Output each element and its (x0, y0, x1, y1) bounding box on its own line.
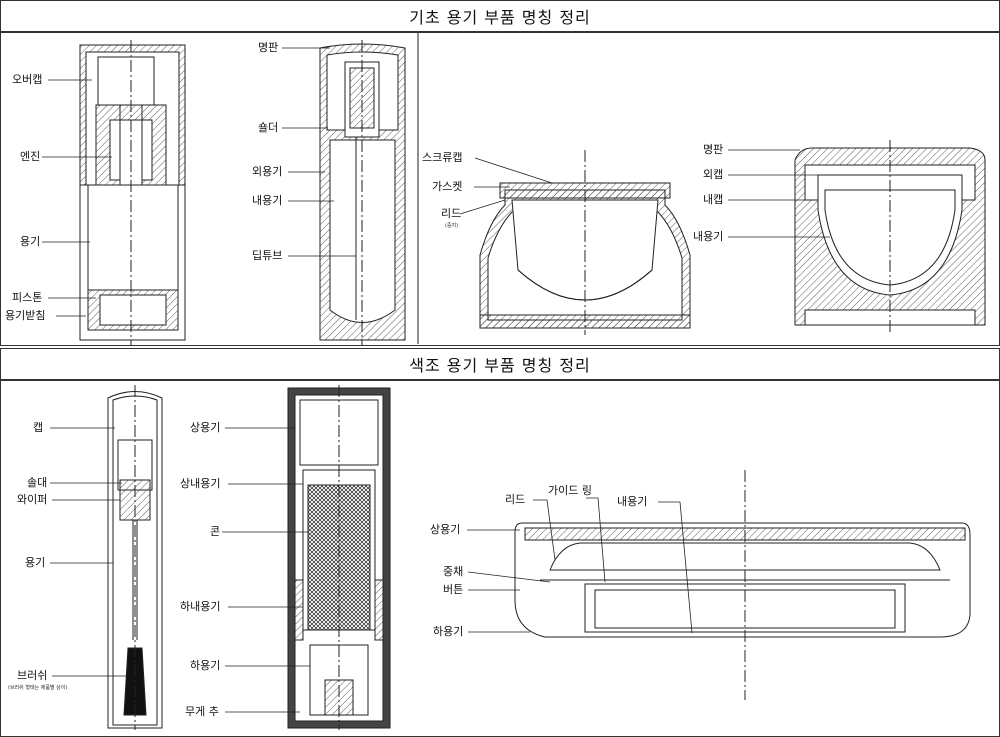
label-cone: 콘 (210, 525, 221, 538)
section-title-color: 색조 용기 부품 명칭 정리 (0, 348, 1000, 380)
stick-container-drawing (287, 385, 391, 730)
label-inner-container: 내용기 (252, 194, 283, 207)
label-shoulder: 숄더 (258, 121, 279, 134)
label-engine: 엔진 (20, 150, 41, 163)
label-compact-lower: 하용기 (433, 625, 464, 638)
label-mascara-container: 용기 (25, 556, 46, 569)
screw-jar-drawing (479, 150, 691, 335)
label-compact-inner: 내용기 (617, 495, 648, 508)
brush-note: (브러쉬 형태는 제품별 상이) (8, 685, 68, 691)
label-weight: 무게 추 (185, 705, 219, 718)
label-dip-tube: 딥튜브 (252, 249, 283, 262)
label-base: 용기받침 (5, 309, 46, 322)
airless-container-drawing (319, 40, 406, 345)
label-upper-inner: 상내용기 (180, 477, 221, 490)
label-middle-frame: 중채 (443, 565, 464, 578)
label-upper-container: 상용기 (190, 421, 221, 434)
label-compact-upper: 상용기 (430, 523, 461, 536)
compact-drawing (514, 470, 971, 700)
label-brush: 브러쉬 (17, 669, 48, 682)
label-lower-container: 하용기 (190, 659, 221, 672)
label-nameplate-jar: 명판 (703, 143, 724, 156)
label-inner-cap: 내캡 (703, 193, 724, 206)
label-overcap: 오버캡 (12, 73, 43, 86)
color-title-text: 색조 용기 부품 명칭 정리 (409, 356, 591, 375)
label-nameplate: 명판 (258, 41, 279, 54)
label-lid: 리드 (441, 207, 462, 220)
mascara-drawing (107, 385, 163, 730)
label-button: 버튼 (443, 583, 464, 596)
label-outer-container: 외용기 (252, 165, 283, 178)
label-inner-jar: 내용기 (693, 230, 724, 243)
lid-note: (중지) (445, 223, 459, 229)
label-container: 용기 (20, 235, 41, 248)
section-title-basic: 기초 용기 부품 명칭 정리 (0, 0, 1000, 32)
label-cap: 캡 (33, 421, 44, 434)
label-lower-inner: 하내용기 (180, 600, 221, 613)
label-outer-cap: 외캡 (703, 168, 724, 181)
label-wiper: 와이퍼 (17, 493, 48, 506)
label-guide-ring: 가이드 링 (548, 484, 592, 497)
basic-title-text: 기초 용기 부품 명칭 정리 (409, 8, 591, 27)
double-jar-drawing (794, 140, 986, 335)
label-piston: 피스톤 (12, 291, 43, 304)
label-rod: 솔대 (27, 476, 48, 489)
label-gasket: 가스켓 (432, 180, 463, 193)
label-compact-lid: 리드 (505, 493, 526, 506)
label-screw-cap: 스크류캡 (422, 151, 463, 164)
pump-container-drawing (79, 40, 186, 345)
leader-lines (42, 47, 830, 713)
